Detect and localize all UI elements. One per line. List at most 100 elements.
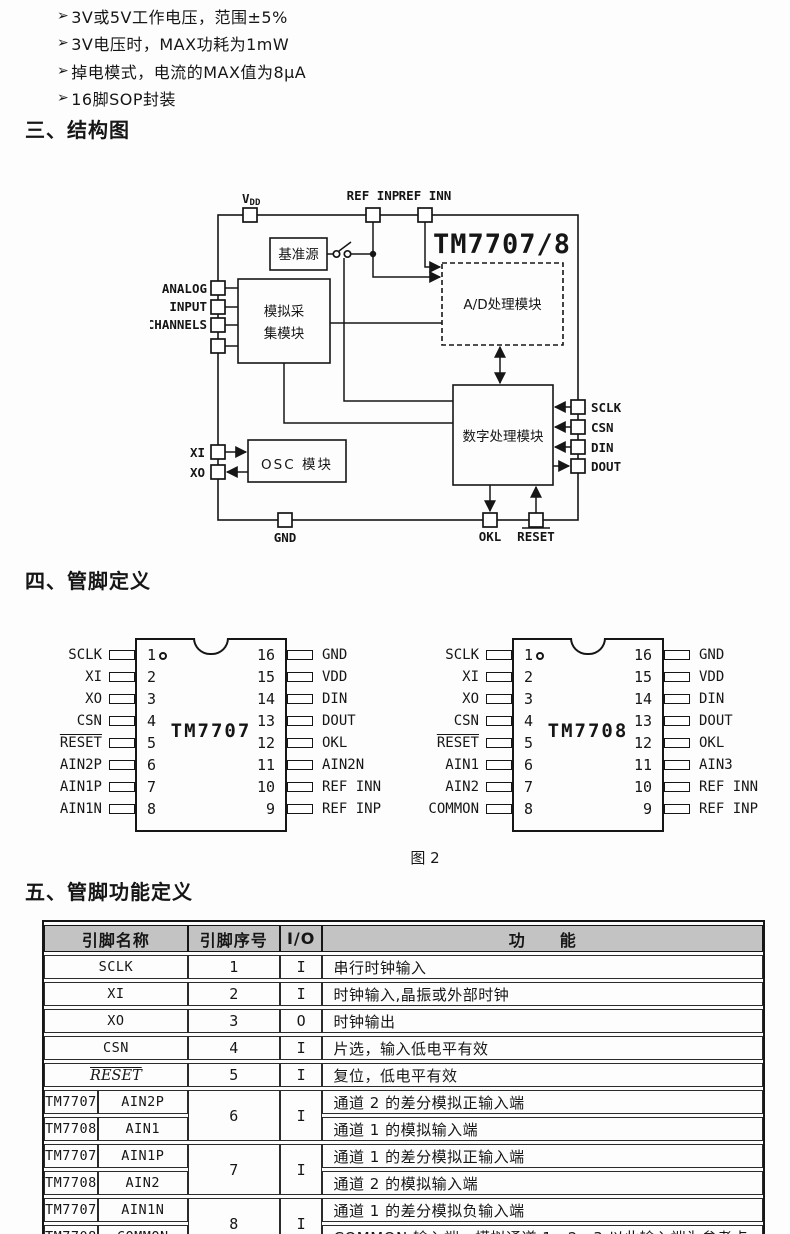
pin-squares <box>210 207 586 528</box>
cell-pin-number: 2 <box>187 982 280 1006</box>
pin-lead <box>664 650 690 660</box>
pin-label: REF INP <box>322 801 382 817</box>
cell-pin-name: AIN2P <box>97 1090 188 1114</box>
pin-label: OKL <box>322 735 348 751</box>
header-function: 功 能 <box>322 925 763 952</box>
pin-number: 1 <box>147 646 157 664</box>
input-label: INPUT <box>169 299 207 314</box>
cell-pin-name: AIN1 <box>97 1117 188 1141</box>
cell-io: I <box>279 1144 323 1195</box>
header-io: I/O <box>279 925 323 952</box>
pin-label: CSN <box>453 713 479 729</box>
pin-label: DOUT <box>699 713 733 729</box>
cell-pin-number: 8 <box>187 1198 280 1234</box>
pin-number: 5 <box>147 734 157 752</box>
pin-label: AIN2P <box>59 757 102 773</box>
header-pin-name: 引脚名称 <box>44 925 188 952</box>
pin-number: 9 <box>265 800 275 818</box>
pin-lead <box>109 716 135 726</box>
pin-lead <box>486 804 512 814</box>
pin-lead <box>287 650 313 660</box>
table-subrow: TM7708 AIN2 通道 2 的模拟输入端 <box>44 1171 763 1195</box>
pin-number: 10 <box>256 778 275 796</box>
pin-row: AIN1N 8 9 REF INP <box>25 798 405 820</box>
pin-label: DIN <box>699 691 725 707</box>
pin-label: AIN3 <box>699 757 733 773</box>
pin-number: 9 <box>642 800 652 818</box>
pin-lead <box>486 782 512 792</box>
analog-label: ANALOG <box>162 281 207 296</box>
pin-label: COMMON <box>428 801 479 817</box>
pin-label: REF INP <box>699 801 759 817</box>
cell-pin-number: 6 <box>187 1090 280 1141</box>
figure-caption: 图 2 <box>410 849 440 867</box>
osc-module-box <box>247 439 347 483</box>
pin-label: DIN <box>322 691 348 707</box>
pin-lead <box>287 672 313 682</box>
pin-label: GND <box>322 647 348 663</box>
adc-module-label: A/D处理模块 <box>463 297 542 313</box>
analog-in-pin-square <box>210 338 226 354</box>
analog-module-label-line1: 模拟采 <box>264 304 305 320</box>
pin-lead <box>109 672 135 682</box>
cell-io: I <box>279 982 323 1006</box>
pin-number: 15 <box>633 668 652 686</box>
section-heading-pin-definition: 四、管脚定义 <box>25 569 151 593</box>
chip-body: TM7707 <box>135 638 287 832</box>
digital-processing-box <box>452 384 554 486</box>
pin-label: AIN2 <box>445 779 479 795</box>
table-row: XI 2 I 时钟输入,晶振或外部时钟 <box>44 982 763 1006</box>
feature-list: ➢3V或5V工作电压，范围±5% ➢3V电压时，MAX功耗为1mW ➢掉电模式，… <box>57 2 306 112</box>
pin-lead <box>664 760 690 770</box>
osc-module-label: OSC 模块 <box>261 457 333 473</box>
pin-number: 13 <box>256 712 275 730</box>
pin-number: 7 <box>147 778 157 796</box>
cell-function: 通道 2 的差分模拟正输入端 <box>322 1090 763 1114</box>
xi-label: XI <box>190 445 205 460</box>
analog-acquisition-box <box>237 278 331 364</box>
arrow-bullet-icon: ➢ <box>57 90 70 107</box>
cell-pin-name: RESET <box>44 1063 188 1087</box>
xo-label: XO <box>190 465 205 480</box>
pin-label: REF INN <box>322 779 382 795</box>
pin-number: 4 <box>524 712 534 730</box>
cell-io: O <box>279 1009 323 1033</box>
pin-number: 5 <box>524 734 534 752</box>
analog-in-pin-square <box>210 317 226 333</box>
switch-contact-icon <box>332 249 341 259</box>
cell-pin-name: XO <box>44 1009 188 1033</box>
analog-module-label-line2: 集模块 <box>264 326 305 342</box>
din-pin-square <box>570 439 586 455</box>
chip-boundary-box <box>217 214 579 521</box>
pin-number: 16 <box>256 646 275 664</box>
pin-lead <box>109 650 135 660</box>
cell-pin-number: 7 <box>187 1144 280 1195</box>
pin-label: AIN1N <box>59 801 102 817</box>
feature-text: 3V或5V工作电压，范围±5% <box>71 7 288 27</box>
pin-number: 11 <box>633 756 652 774</box>
pin-lead <box>486 738 512 748</box>
pin-number: 6 <box>147 756 157 774</box>
table-subrow: TM7707 AIN2P 6 I 通道 2 的差分模拟正输入端 <box>44 1090 763 1141</box>
reference-source-label: 基准源 <box>278 246 319 263</box>
cell-function: 通道 1 的模拟输入端 <box>322 1117 763 1141</box>
cell-io: I <box>279 955 323 979</box>
chip-body: TM7708 <box>512 638 664 832</box>
sclk-pin-square <box>570 399 586 415</box>
pin-number: 16 <box>633 646 652 664</box>
pin-lead <box>664 782 690 792</box>
pin-lead <box>109 760 135 770</box>
pin-number: 6 <box>524 756 534 774</box>
pin-lead <box>287 782 313 792</box>
pin-number: 8 <box>147 800 157 818</box>
